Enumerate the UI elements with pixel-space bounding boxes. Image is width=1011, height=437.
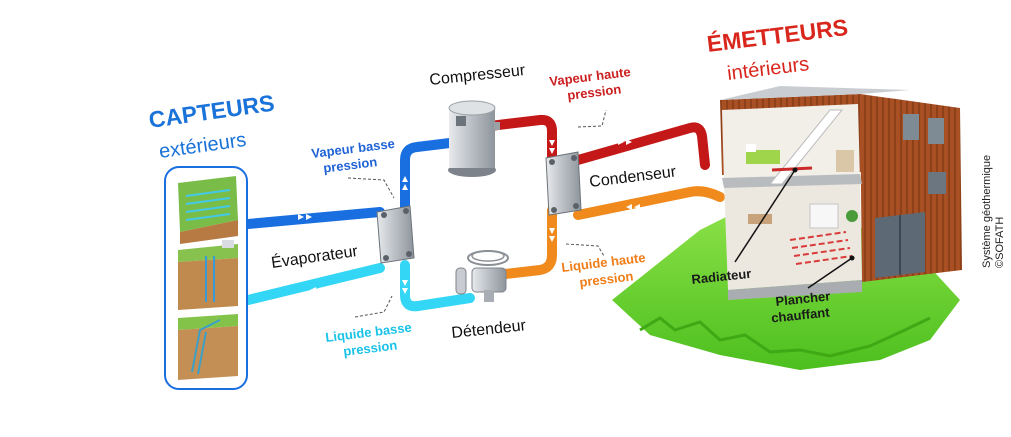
radiateur-callout-line [734,169,796,263]
pipe-evaporator-to-capteurs-vapor [243,207,385,229]
pipe-condenser-to-house [573,122,710,170]
emetteurs-title: ÉMETTEURS [705,13,849,57]
vapeur-basse-label: Vapeur basse pression [311,136,396,176]
svg-text:pression: pression [566,81,622,102]
pipe-low-pressure-liquid [400,260,475,312]
detendeur-label: Détendeur [451,317,528,342]
flow-arrows [298,139,640,294]
pipe-high-pressure-liquid [500,205,557,279]
condenser-heat-exchanger [545,151,582,216]
svg-text:chauffant: chauffant [770,304,830,325]
evaporator-heat-exchanger [376,205,415,264]
evaporateur-label: Évaporateur [270,241,360,272]
state-leader-lines [347,109,607,318]
capteurs-panel [164,166,248,390]
svg-text:Plancher: Plancher [775,288,831,309]
pipe-house-to-condenser [573,186,725,220]
condenseur-label: Condenseur [588,163,677,191]
svg-text:pression: pression [322,154,378,175]
svg-text:Système géothermique: Système géothermique [981,155,993,268]
compressor [448,100,500,177]
radiateur-label: Radiateur [691,266,752,287]
house-cutaway [720,86,962,300]
capteurs-title: CAPTEURS [147,90,276,133]
liquide-basse-label: Liquide basse pression [325,320,413,359]
horizontal-collector-image [178,176,238,244]
credit-text: Système géothermique ©SOFATH [981,155,1006,268]
plancher-callout-line [807,257,853,289]
pipe-capteurs-to-evaporator-liquid [243,263,385,305]
pipe-high-pressure-vapor [485,114,557,163]
emetteurs-subtitle: intérieurs [726,53,810,85]
capteurs-subtitle: extérieurs [158,129,248,163]
expansion-valve [455,250,509,302]
vapeur-haute-label: Vapeur haute pression [549,64,632,103]
plancher-label: Plancher chauffant [770,288,831,325]
svg-text:pression: pression [578,268,634,289]
svg-text:pression: pression [342,337,398,358]
vertical-collector-image [178,240,238,310]
pipe-low-pressure-vapor [400,137,463,217]
svg-text:©SOFATH: ©SOFATH [994,217,1006,268]
aquifer-collector-image [178,314,238,380]
compresseur-label: Compresseur [429,62,527,89]
